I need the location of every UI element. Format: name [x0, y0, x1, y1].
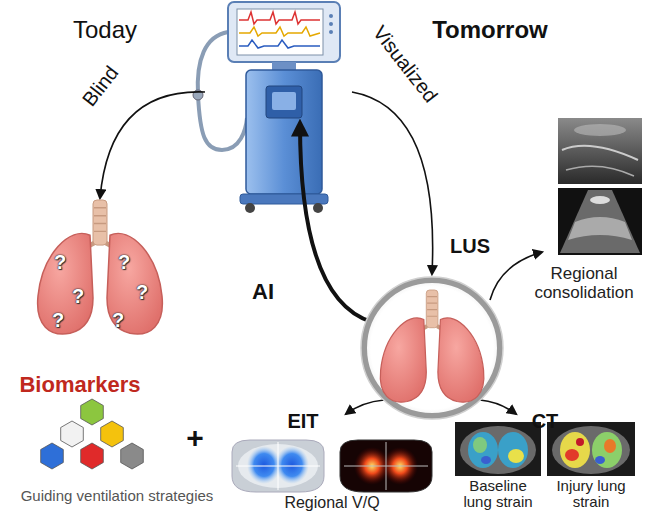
lungs-visualized	[361, 277, 503, 419]
caption: Guiding ventilation strategies	[21, 488, 214, 505]
question-mark: ?	[52, 309, 64, 331]
eit-images	[232, 440, 432, 492]
label-slot: ?	[54, 251, 66, 273]
question-mark: ?	[112, 309, 124, 331]
lus-arrow	[490, 252, 542, 300]
question-mark: ?	[54, 251, 66, 273]
method-label: CT	[532, 410, 559, 432]
label-slot: ?	[52, 309, 64, 331]
label-slot: Regional V/Q	[284, 494, 379, 512]
label-slot: Blind	[78, 62, 123, 111]
ultrasound-images	[558, 118, 642, 255]
heading: Tomorrow	[432, 17, 548, 43]
visualized-arrow	[352, 92, 433, 274]
blind-arrow	[100, 92, 205, 198]
label-slot: Regional consolidation	[523, 265, 645, 302]
image-caption: Baseline lung strain	[453, 478, 543, 511]
label-slot: AI	[252, 280, 274, 304]
label-slot: Injury lung strain	[546, 478, 636, 511]
section-label: Biomarkers	[19, 373, 140, 397]
question-mark: ?	[136, 281, 148, 303]
question-mark: ?	[118, 251, 130, 273]
method-label: LUS	[450, 235, 490, 257]
label-slot: Baseline lung strain	[453, 478, 543, 511]
image-caption: Injury lung strain	[546, 478, 636, 511]
arrows	[100, 92, 542, 414]
ventilator	[193, 2, 340, 213]
label-slot: ?	[72, 285, 84, 307]
label-slot: ?	[136, 281, 148, 303]
label-slot: +	[186, 421, 204, 454]
ai-arrow	[300, 124, 372, 322]
arrow-label: Blind	[78, 62, 123, 111]
arrow-label: Visualized	[368, 21, 441, 106]
heading: Today	[73, 17, 137, 43]
label-slot: ?	[118, 251, 130, 273]
method-label: EIT	[287, 410, 318, 432]
label-slot: CT	[532, 410, 559, 432]
label-slot: Today	[73, 17, 137, 43]
biomarker-hexagons	[41, 399, 144, 469]
label-slot: Tomorrow	[432, 17, 548, 43]
lungs-today	[38, 200, 163, 334]
image-caption: Regional consolidation	[523, 265, 645, 302]
label-slot: EIT	[287, 410, 318, 432]
label-slot: LUS	[450, 235, 490, 257]
question-mark: ?	[72, 285, 84, 307]
image-caption: Regional V/Q	[284, 494, 379, 512]
arrow-label: AI	[252, 280, 274, 304]
eit-arrow	[346, 400, 384, 414]
label-slot: Visualized	[368, 21, 441, 106]
label-slot: ?	[112, 309, 124, 331]
plus-sign: +	[186, 421, 204, 454]
label-slot: Biomarkers	[19, 373, 140, 397]
label-slot: Guiding ventilation strategies	[21, 488, 214, 505]
ct-arrow	[480, 400, 516, 414]
